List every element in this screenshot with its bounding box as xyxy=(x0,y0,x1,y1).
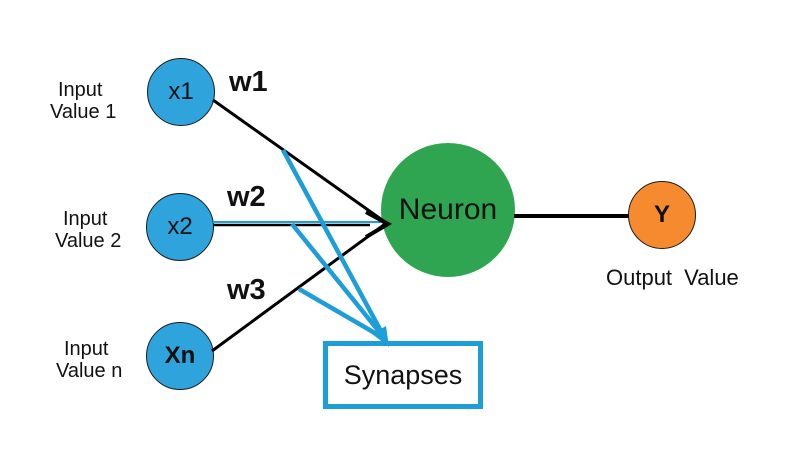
input-node-x2: x2 xyxy=(146,193,214,261)
synapses-box: Synapses xyxy=(323,341,483,409)
output-caption: Output Value xyxy=(606,265,739,290)
caption-line: Value 1 xyxy=(50,101,117,123)
synapse-pointer-3 xyxy=(297,287,382,338)
input-caption-2: Input Value 2 xyxy=(55,208,121,252)
weight-label-w2: w2 xyxy=(227,181,266,213)
caption-line: Input xyxy=(63,208,108,230)
output-node-y: Y xyxy=(628,181,696,249)
neuron-node: Neuron xyxy=(381,143,515,277)
output-node-label: Y xyxy=(653,201,670,228)
input-caption-n: Input Value n xyxy=(56,338,122,382)
input-node-label: x1 xyxy=(168,78,194,105)
caption-line: Input xyxy=(64,338,109,360)
neuron-label: Neuron xyxy=(398,193,498,226)
weight-label-w1: w1 xyxy=(229,66,268,98)
caption-line: Input xyxy=(58,79,103,101)
input-caption-1: Input Value 1 xyxy=(50,79,116,123)
synapse-pointer-1 xyxy=(281,148,384,335)
synapses-label: Synapses xyxy=(343,359,463,390)
input-node-label: Xn xyxy=(164,342,196,369)
input-node-label: x2 xyxy=(167,213,193,240)
caption-line: Value n xyxy=(56,360,123,382)
input-node-x1: x1 xyxy=(147,58,215,126)
input-node-xn: Xn xyxy=(146,322,214,390)
synapse-pointer-2 xyxy=(290,222,383,336)
weight-label-w3: w3 xyxy=(227,274,266,306)
caption-line: Value 2 xyxy=(55,230,122,252)
